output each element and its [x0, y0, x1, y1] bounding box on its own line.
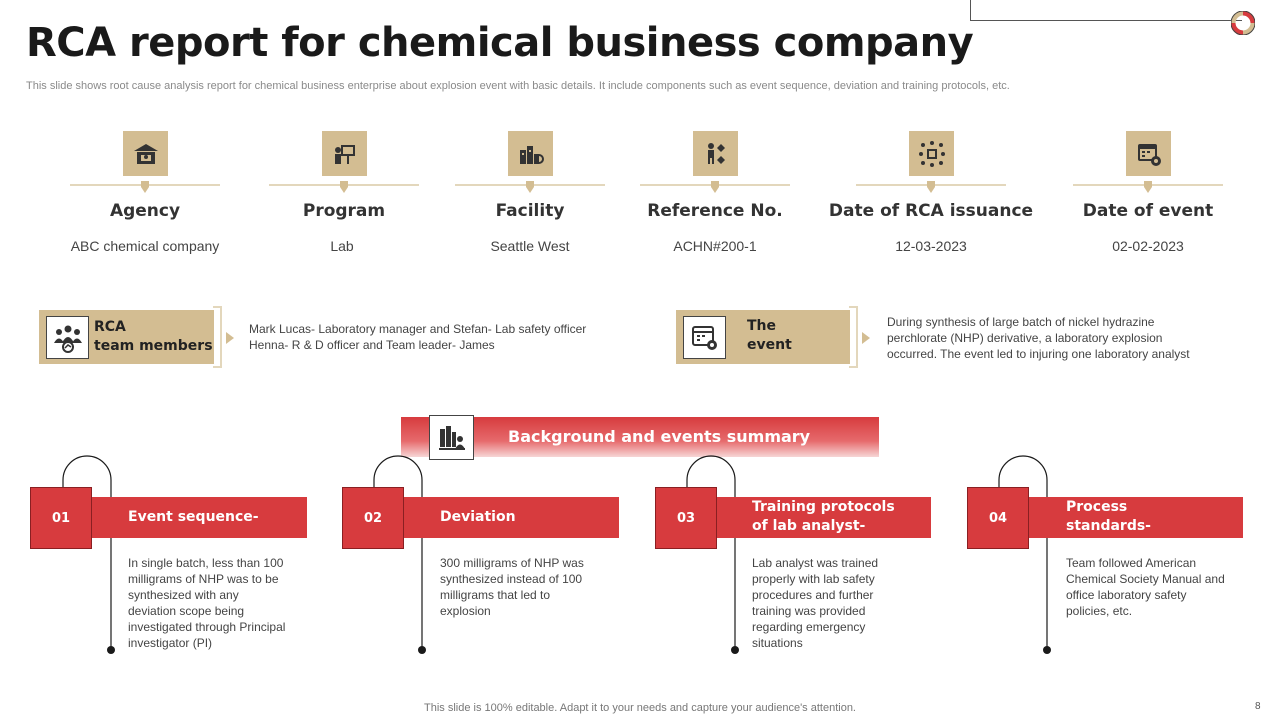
- pin-icon: [526, 181, 534, 193]
- step-text-line: procedures and further: [752, 588, 874, 602]
- team-members-text: Mark Lucas- Laboratory manager and Stefa…: [249, 321, 639, 353]
- factory-icon: [508, 131, 553, 176]
- info-label-event-date: Date of event: [1082, 201, 1214, 221]
- step-title: Training protocols of lab analyst-: [752, 498, 895, 536]
- step-text-line: investigated through Principal: [128, 620, 286, 634]
- step-description: Team followed American Chemical Society …: [1066, 555, 1256, 619]
- info-value-reference: ACHN#200-1: [673, 238, 757, 254]
- info-value-event-date: 02-02-2023: [1112, 238, 1184, 254]
- step-description: In single batch, less than 100 milligram…: [128, 555, 308, 651]
- step-dot: [1043, 646, 1051, 654]
- step-title-line1: Event sequence-: [128, 509, 259, 525]
- step-title-line1: Deviation: [440, 509, 516, 525]
- event-description: During synthesis of large batch of nicke…: [887, 314, 1247, 362]
- info-value-rca-date: 12-03-2023: [895, 238, 967, 254]
- team-label-line2: team members: [94, 338, 213, 354]
- info-label-program: Program: [302, 201, 386, 221]
- presentation-icon: [322, 131, 367, 176]
- step-number: 02: [342, 487, 404, 549]
- donut-logo-icon: [1231, 11, 1255, 35]
- footer-note: This slide is 100% editable. Adapt it to…: [424, 702, 856, 714]
- step-text-line: situations: [752, 636, 803, 650]
- network-icon: [909, 131, 954, 176]
- step-text-line: office laboratory safety: [1066, 588, 1187, 602]
- step-dot: [731, 646, 739, 654]
- event-label: The event: [747, 317, 792, 355]
- pin-icon: [927, 181, 935, 193]
- step-number: 01: [30, 487, 92, 549]
- step-text-line: synthesized with any: [128, 588, 239, 602]
- team-text-line2: Henna- R & D officer and Team leader- Ja…: [249, 338, 495, 352]
- step-text-line: In single batch, less than 100: [128, 556, 284, 570]
- step-text-line: Lab analyst was trained: [752, 556, 879, 570]
- step-text-line: deviation scope being: [128, 604, 245, 618]
- event-text-line2: perchlorate (NHP) derivative, a laborato…: [887, 331, 1163, 345]
- team-icon: [46, 316, 89, 359]
- building-icon: [123, 131, 168, 176]
- step-text-line: regarding emergency: [752, 620, 866, 634]
- step-text-line: investigator (PI): [128, 636, 213, 650]
- event-bracket: [849, 306, 858, 368]
- step-text-line: Team followed American: [1066, 556, 1197, 570]
- team-arrow-icon: [226, 332, 234, 344]
- team-text-line1: Mark Lucas- Laboratory manager and Stefa…: [249, 322, 587, 336]
- step-text-line: properly with lab safety: [752, 572, 875, 586]
- step-text-line: Chemical Society Manual and: [1066, 572, 1225, 586]
- step-description: 300 milligrams of NHP was synthesized in…: [440, 555, 620, 619]
- step-dot: [107, 646, 115, 654]
- info-label-reference: Reference No.: [647, 201, 783, 221]
- step-text-line: milligrams that led to: [440, 588, 551, 602]
- info-value-agency: ABC chemical company: [70, 238, 220, 254]
- step-text-line: synthesized instead of 100: [440, 572, 583, 586]
- info-value-program: Lab: [330, 238, 354, 254]
- info-label-facility: Facility: [495, 201, 565, 221]
- pin-icon: [340, 181, 348, 193]
- corner-divider-horizontal: [970, 20, 1242, 21]
- step-title-line2: standards-: [1066, 518, 1151, 534]
- calendar-gear-icon: [1126, 131, 1171, 176]
- page-number: 8: [1255, 701, 1261, 712]
- team-label: RCA team members: [94, 318, 213, 356]
- team-bracket: [213, 306, 222, 368]
- info-value-facility: Seattle West: [490, 238, 570, 254]
- step-title-line1: Process: [1066, 499, 1128, 515]
- page-title: RCA report for chemical business company: [26, 20, 974, 66]
- summary-banner: [401, 417, 879, 457]
- summary-banner-title: Background and events summary: [508, 427, 811, 446]
- step-text-line: training was provided: [752, 604, 866, 618]
- step-title: Process standards-: [1066, 498, 1151, 536]
- step-text-line: policies, etc.: [1066, 604, 1133, 618]
- event-label-line2: event: [747, 337, 792, 353]
- step-title-line2: of lab analyst-: [752, 518, 866, 534]
- event-text-line1: During synthesis of large batch of nicke…: [887, 315, 1155, 329]
- step-dot: [418, 646, 426, 654]
- step-text-line: 300 milligrams of NHP was: [440, 556, 584, 570]
- event-arrow-icon: [862, 332, 870, 344]
- page-subtitle: This slide shows root cause analysis rep…: [26, 80, 1010, 92]
- step-title-line1: Training protocols: [752, 499, 895, 515]
- archive-icon: [429, 415, 474, 460]
- people-network-icon: [693, 131, 738, 176]
- pin-icon: [141, 181, 149, 193]
- pin-icon: [1144, 181, 1152, 193]
- step-title: Deviation: [440, 508, 516, 527]
- pin-icon: [711, 181, 719, 193]
- step-connectors: [62, 455, 1048, 650]
- step-text-line: explosion: [440, 604, 491, 618]
- step-title: Event sequence-: [128, 508, 259, 527]
- step-number: 04: [967, 487, 1029, 549]
- event-label-line1: The: [747, 318, 777, 334]
- team-label-line1: RCA: [94, 319, 126, 335]
- corner-divider: [970, 0, 971, 21]
- calendar-gear-icon: [683, 316, 726, 359]
- info-label-rca-date: Date of RCA issuance: [828, 201, 1034, 221]
- info-label-agency: Agency: [109, 201, 181, 221]
- step-number: 03: [655, 487, 717, 549]
- event-text-line3: occurred. The event led to injuring one …: [887, 347, 1190, 361]
- step-description: Lab analyst was trained properly with la…: [752, 555, 932, 651]
- step-text-line: milligrams of NHP was to be: [128, 572, 279, 586]
